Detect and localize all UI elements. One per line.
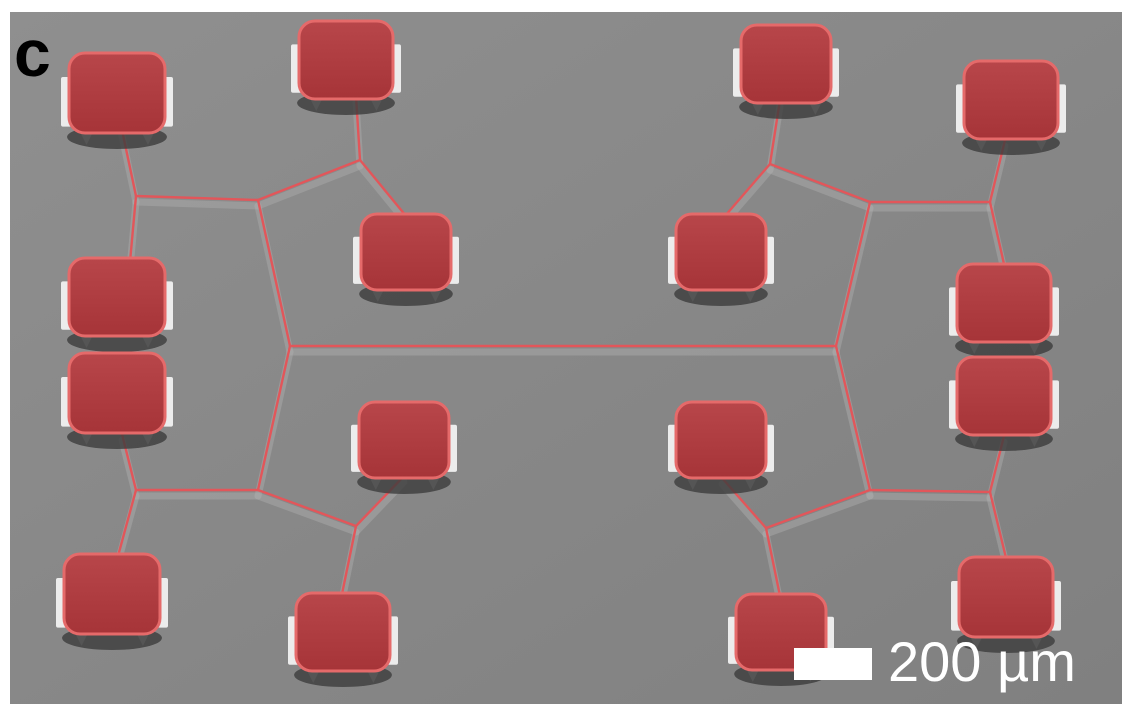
pad-top xyxy=(674,212,768,292)
bond-pad-8 xyxy=(61,351,173,449)
pad-top xyxy=(357,400,451,480)
scale-bar-label: 200 µm xyxy=(888,630,1076,693)
bond-pad-13 xyxy=(288,591,398,687)
trace-6 xyxy=(256,198,292,348)
pad-top xyxy=(955,262,1053,344)
pad-top xyxy=(67,51,167,135)
pad-top xyxy=(955,355,1053,437)
pad-top xyxy=(297,19,395,101)
trace-14 xyxy=(988,200,1006,266)
trench-9 xyxy=(766,166,874,212)
trench-2 xyxy=(132,198,262,210)
trench-21 xyxy=(338,528,360,604)
bond-pad-12 xyxy=(56,552,168,650)
trench-22 xyxy=(832,348,874,500)
trace-23 xyxy=(764,488,872,530)
pad-top xyxy=(957,555,1055,639)
panel-label: c xyxy=(14,16,51,90)
bond-pad-5 xyxy=(668,212,774,306)
trace-25 xyxy=(764,526,782,598)
trace-26 xyxy=(868,488,992,494)
bond-pad-6 xyxy=(61,256,173,352)
trace-18 xyxy=(116,488,138,558)
trace-1 xyxy=(128,194,138,264)
pad-top xyxy=(962,59,1060,141)
pads-layer xyxy=(56,19,1066,687)
bond-pad-1 xyxy=(291,19,401,115)
pad-top xyxy=(67,351,167,435)
trace-5 xyxy=(358,158,408,218)
pad-top xyxy=(739,23,833,105)
trench-19 xyxy=(254,492,360,536)
trench-23 xyxy=(762,492,874,538)
traces-layer xyxy=(116,94,1008,598)
pad-top xyxy=(67,256,167,338)
trace-19 xyxy=(256,488,358,528)
trace-28 xyxy=(988,490,1008,560)
trench-13 xyxy=(986,142,1009,212)
pad-top xyxy=(359,212,453,292)
trace-21 xyxy=(340,524,358,596)
trench-14 xyxy=(986,204,1008,274)
trace-15 xyxy=(256,344,292,492)
bond-pad-15 xyxy=(951,555,1061,653)
bond-pad-10 xyxy=(351,400,457,494)
bond-pad-4 xyxy=(353,212,459,306)
bond-pad-11 xyxy=(668,400,774,494)
trench-3 xyxy=(254,162,364,210)
trace-3 xyxy=(256,158,362,202)
trace-2 xyxy=(134,194,260,202)
bond-pad-0 xyxy=(61,51,173,149)
trench-17 xyxy=(118,436,140,500)
trench-27 xyxy=(986,438,1008,502)
trench-25 xyxy=(762,530,784,606)
trace-9 xyxy=(768,162,872,204)
pad-top xyxy=(294,591,392,673)
bond-pad-7 xyxy=(949,262,1059,358)
scale-bar xyxy=(794,648,872,680)
trace-11 xyxy=(723,162,772,218)
trench-8 xyxy=(832,204,874,356)
trace-8 xyxy=(834,200,872,348)
trench-15 xyxy=(254,348,294,500)
substrate xyxy=(10,12,1122,704)
trench-6 xyxy=(254,202,294,356)
trace-22 xyxy=(834,344,872,492)
bond-pad-3 xyxy=(956,59,1066,155)
pad-top xyxy=(674,400,768,480)
trench-26 xyxy=(866,492,994,502)
trench-28 xyxy=(986,494,1010,568)
trench-18 xyxy=(114,492,140,566)
pad-top xyxy=(62,552,162,636)
bond-pad-2 xyxy=(733,23,839,119)
bond-pad-9 xyxy=(949,355,1059,451)
